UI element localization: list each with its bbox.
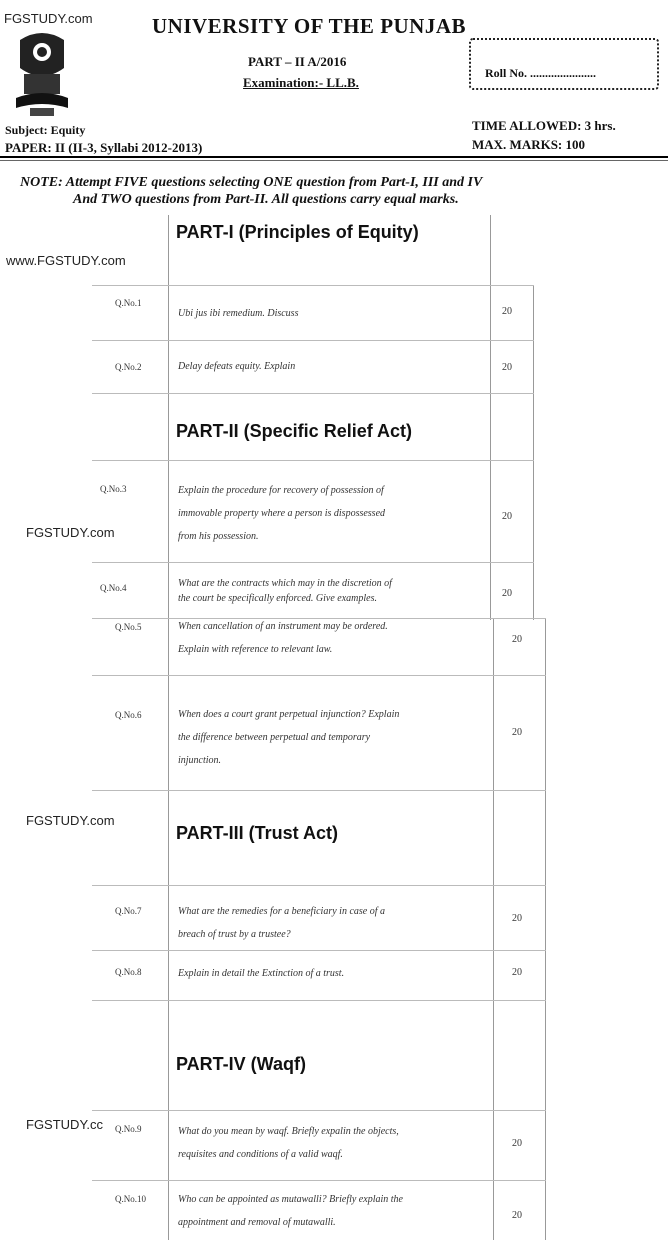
part-1-heading: PART-I (Principles of Equity) [176,222,419,242]
question-6-marks: 20 [512,727,522,738]
roll-number-box[interactable]: Roll No. ...................... [469,38,659,90]
roll-number-label: Roll No. ...................... [485,66,596,80]
question-1-marks: 20 [502,306,512,317]
watermark-mid2: FGSTUDY.com [26,813,115,828]
question-5-number: Q.No.5 [115,622,142,632]
question-8-marks: 20 [512,967,522,978]
time-allowed: TIME ALLOWED: 3 hrs. [472,118,616,133]
paper-label: PAPER: II (II-3, Syllabi 2012-2013) [5,140,203,155]
header-divider-thin [0,160,668,161]
university-crest-logo [12,28,72,120]
question-10-text: Who can be appointed as mutawalli? Brief… [178,1194,403,1228]
question-8-number: Q.No.8 [115,967,142,977]
watermark-bottom: FGSTUDY.cc [26,1117,104,1132]
watermark-top: FGSTUDY.com [4,11,93,26]
question-6-number: Q.No.6 [115,710,142,720]
part-3-heading: PART-III (Trust Act) [176,823,338,843]
question-5-marks: 20 [512,634,522,645]
question-5-text: When cancellation of an instrument may b… [178,621,388,655]
question-3-number: Q.No.3 [100,484,127,494]
subject-label: Subject: Equity [5,123,86,137]
question-10-number: Q.No.10 [115,1194,146,1204]
examination-label: Examination:- LL.B. [243,75,359,90]
part-4-heading: PART-IV (Waqf) [176,1054,306,1074]
question-3-marks: 20 [502,511,512,522]
university-title: UNIVERSITY OF THE PUNJAB [152,14,467,38]
question-2-number: Q.No.2 [115,362,142,372]
watermark-mid1: FGSTUDY.com [26,525,115,540]
question-9-marks: 20 [512,1138,522,1149]
header-divider [0,156,668,158]
question-4-text: What are the contracts which may in the … [178,578,392,604]
question-10-marks: 20 [512,1210,522,1221]
question-9-text: What do you mean by waqf. Briefly expali… [178,1126,399,1160]
question-4-number: Q.No.4 [100,583,127,593]
watermark-site: www.FGSTUDY.com [6,253,126,268]
question-9-number: Q.No.9 [115,1124,142,1134]
question-7-text: What are the remedies for a beneficiary … [178,906,385,940]
question-8-text: Explain in detail the Extinction of a tr… [178,968,345,979]
question-2-marks: 20 [502,362,512,373]
question-7-number: Q.No.7 [115,906,142,916]
question-6-text: When does a court grant perpetual injunc… [178,709,400,766]
question-3-text: Explain the procedure for recovery of po… [178,485,386,542]
note-line-2: And TWO questions from Part-II. All ques… [73,192,459,207]
max-marks: MAX. MARKS: 100 [472,137,586,152]
question-1-text: Ubi jus ibi remedium. Discuss [178,308,299,319]
question-7-marks: 20 [512,913,522,924]
part-label: PART – II A/2016 [248,54,347,69]
part-2-heading: PART-II (Specific Relief Act) [176,421,413,441]
question-2-text: Delay defeats equity. Explain [178,361,296,372]
question-4-marks: 20 [502,588,512,599]
question-1-number: Q.No.1 [115,298,142,308]
note-line-1: NOTE: Attempt FIVE questions selecting O… [20,175,483,190]
